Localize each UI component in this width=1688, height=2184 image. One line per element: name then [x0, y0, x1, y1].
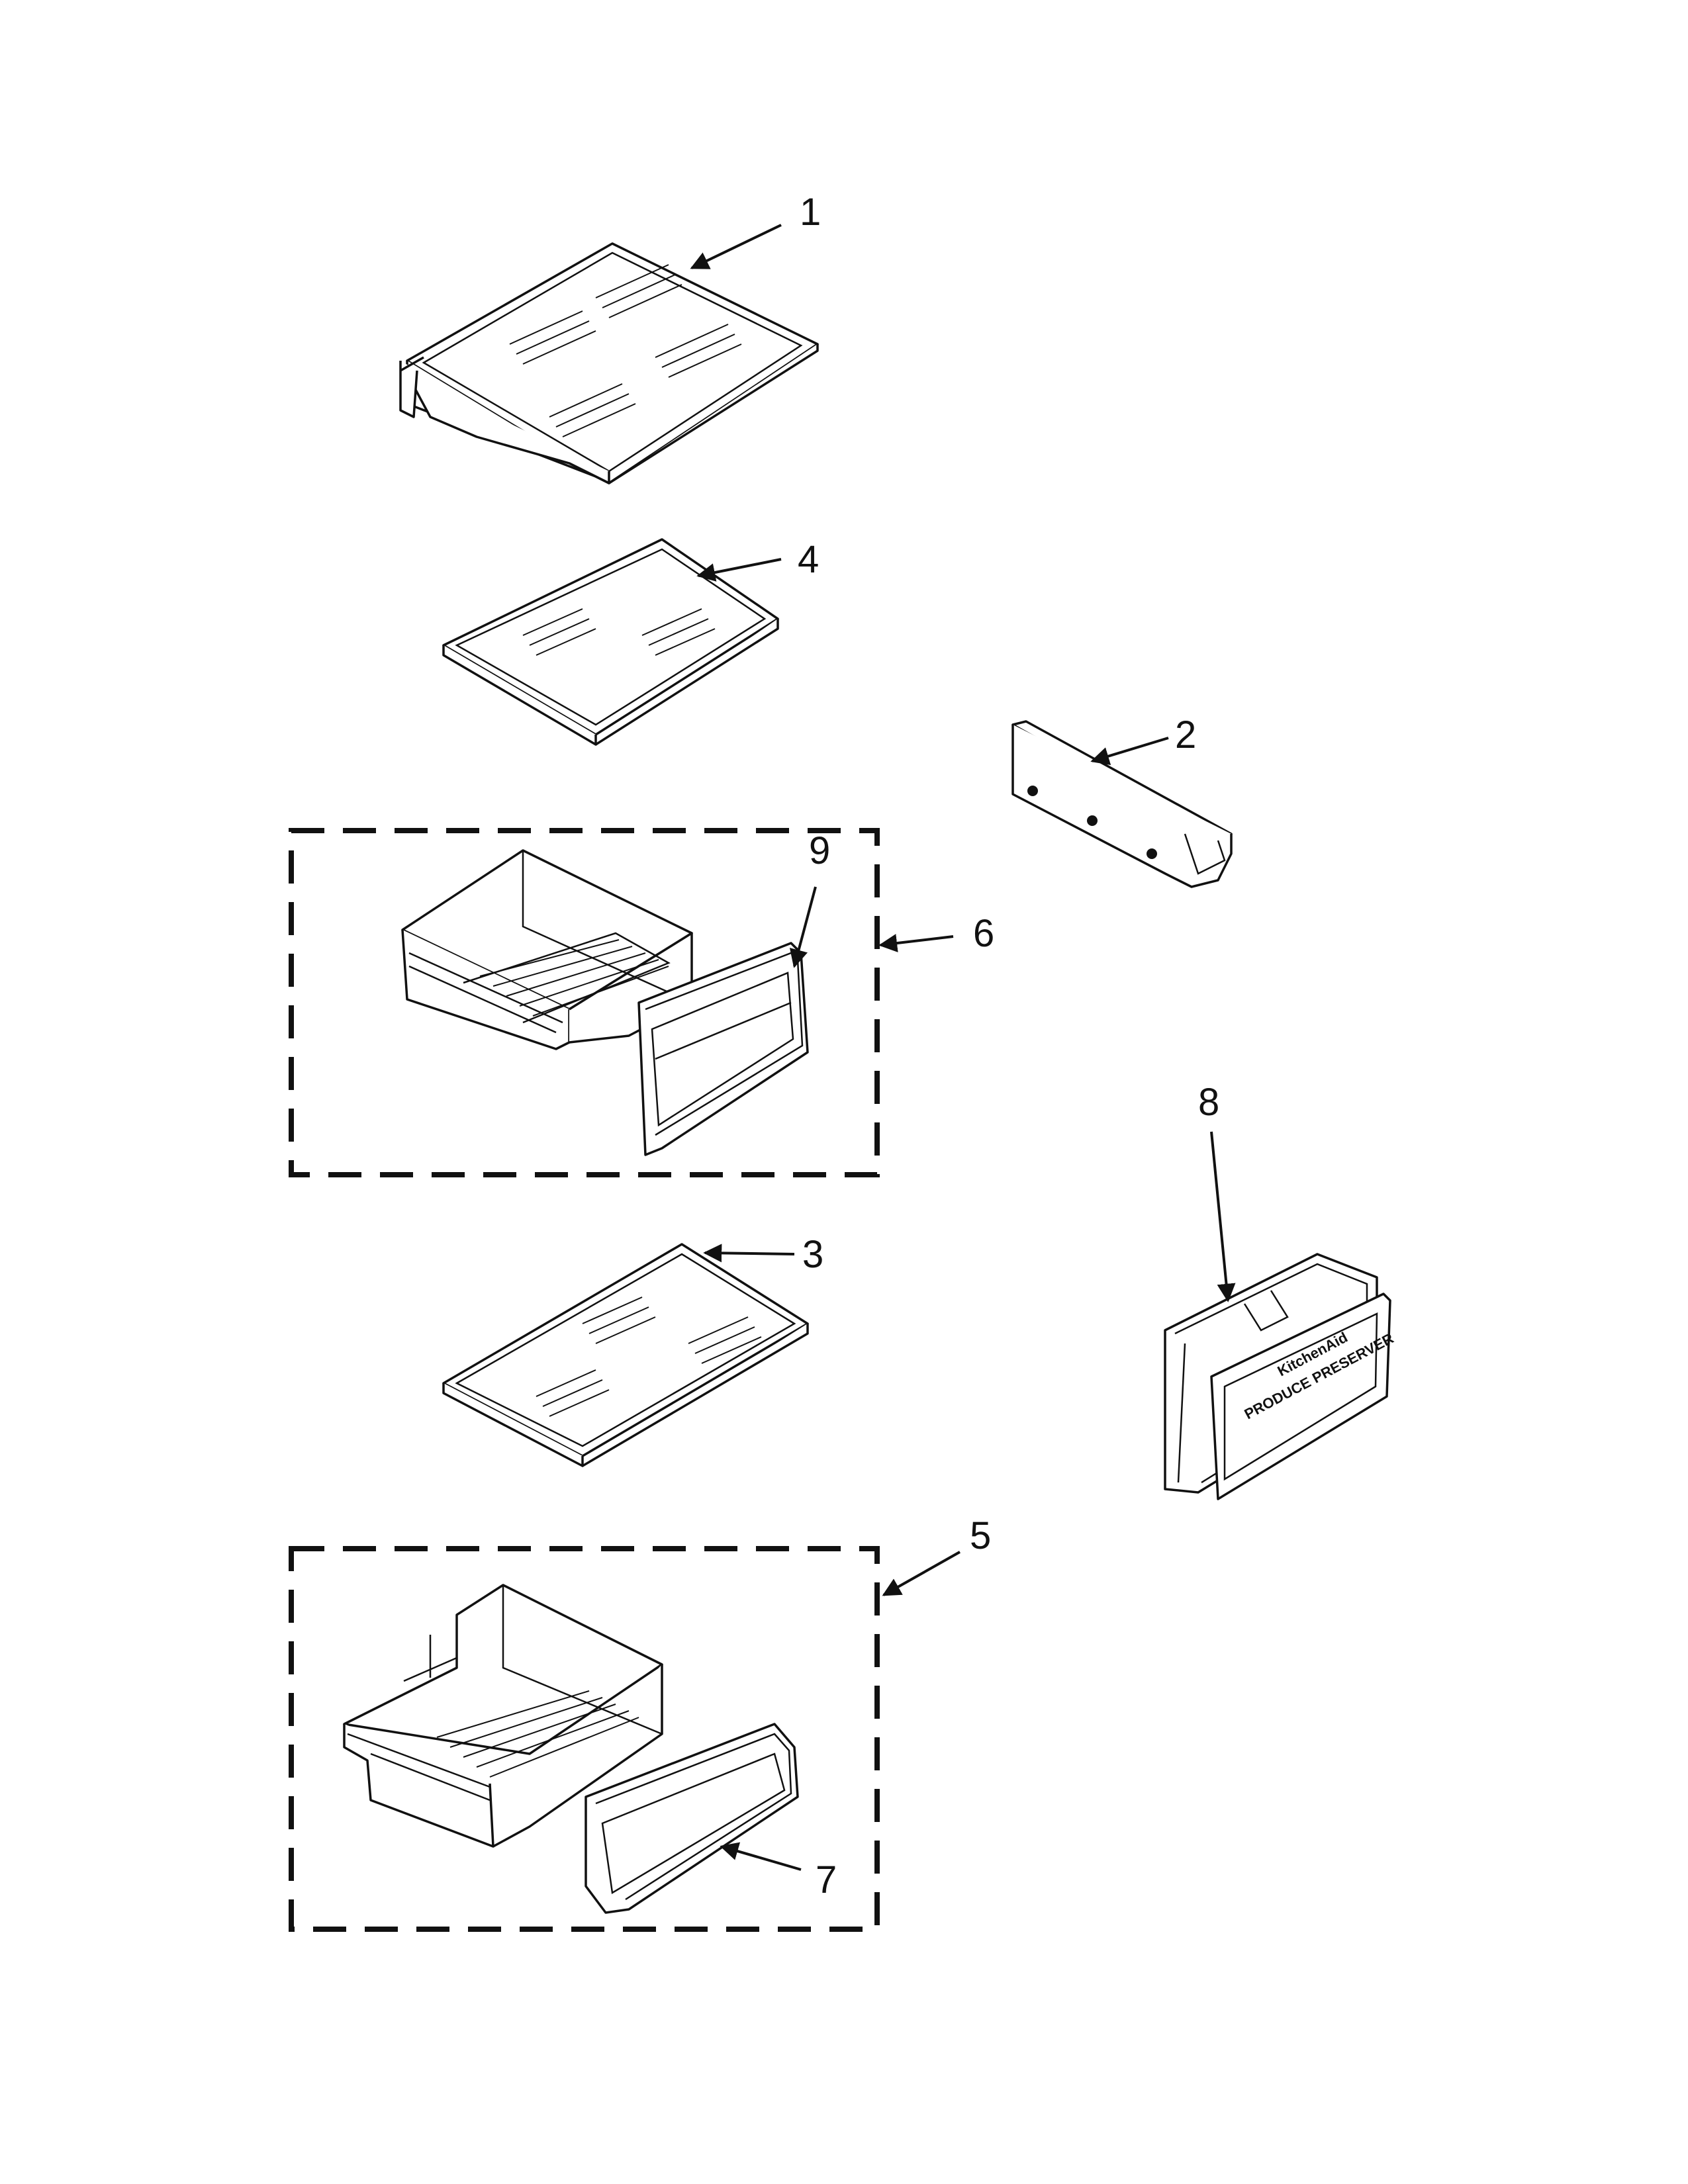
assembly-5-group-box: [289, 1546, 880, 1932]
callout-6: 6: [973, 912, 994, 955]
part-3-glass-shelf: [442, 1243, 809, 1467]
glass-glare-3: [536, 1297, 762, 1417]
callout-1: 1: [800, 191, 821, 234]
part-9-drawer-front: [637, 942, 809, 1156]
callout-2: 2: [1175, 713, 1196, 756]
crisper-ribs-upper: [479, 939, 669, 1017]
part-8-produce-preserver: KitchenAid PRODUCE PRESERVER: [1164, 1253, 1396, 1500]
callout-arrows: [690, 224, 1236, 1871]
part-1-shelf-assembly: [399, 242, 819, 484]
callout-3: 3: [802, 1233, 823, 1276]
callout-9: 9: [809, 829, 830, 872]
crisper-ribs-lower: [436, 1690, 639, 1778]
glass-glare-4: [522, 608, 716, 656]
part-4-glass-shelf: [442, 538, 779, 746]
glass-glare-1: [509, 264, 742, 437]
callout-7: 7: [816, 1858, 837, 1901]
callout-5: 5: [970, 1514, 991, 1557]
callout-8: 8: [1198, 1081, 1219, 1124]
callout-4: 4: [798, 538, 819, 581]
part-lower-crisper-drawer: [343, 1584, 663, 1848]
part-2-rail: [1011, 720, 1233, 888]
part-7-drawer-front: [585, 1723, 799, 1914]
